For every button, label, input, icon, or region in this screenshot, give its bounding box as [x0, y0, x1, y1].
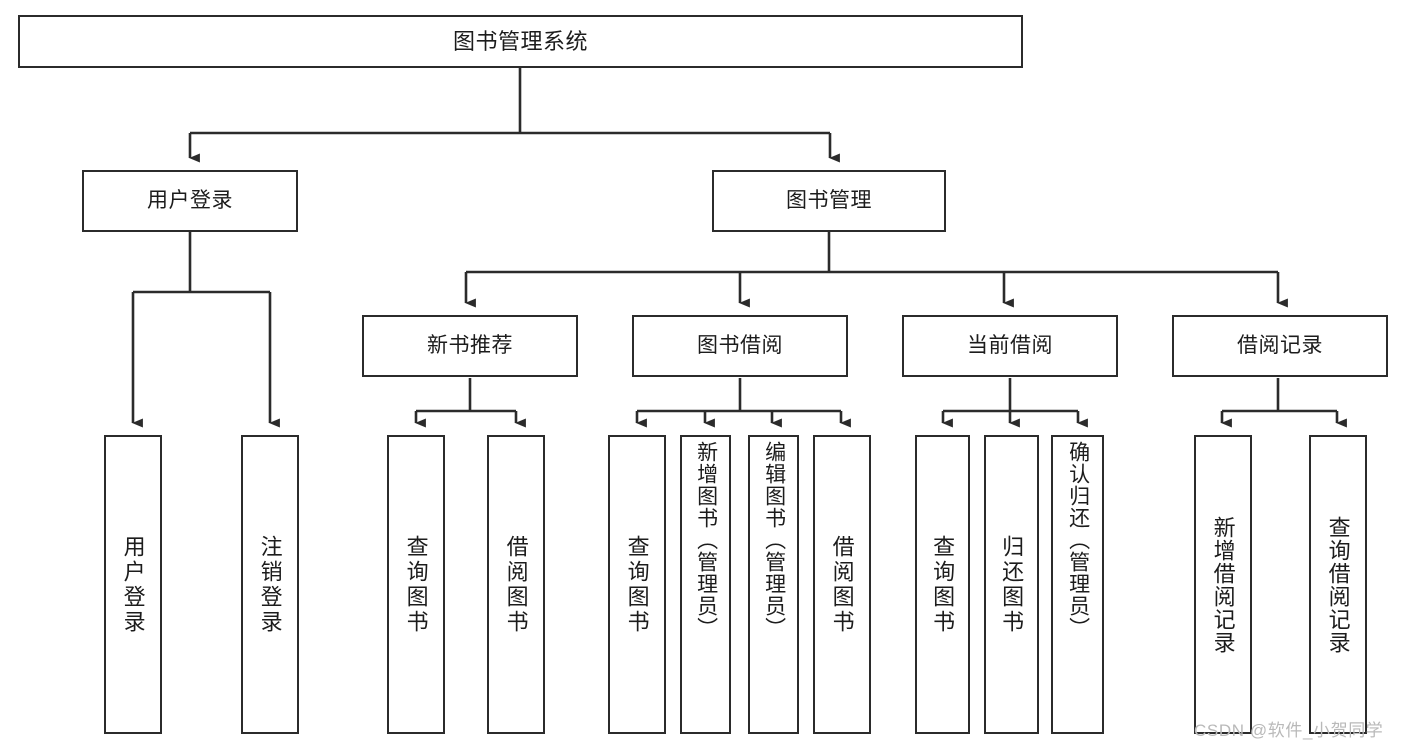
- node-borrow-record[interactable]: 借阅记录: [1172, 315, 1388, 377]
- node-label: 新增借阅记录: [1210, 515, 1236, 654]
- node-label: 图书管理系统: [452, 28, 588, 54]
- node-book-management[interactable]: 图书管理: [712, 170, 946, 232]
- leaf-edit-book[interactable]: 编辑图书（管理员）: [748, 435, 799, 734]
- node-label: 图书借阅: [697, 333, 783, 357]
- node-label: 编辑图书（管理员）: [762, 441, 786, 639]
- node-current-borrow[interactable]: 当前借阅: [902, 315, 1118, 377]
- node-label: 借阅图书: [503, 534, 529, 635]
- leaf-user-login[interactable]: 用户登录: [104, 435, 162, 734]
- leaf-query-book-recommend[interactable]: 查询图书: [387, 435, 445, 734]
- node-label: 新书推荐: [427, 333, 513, 357]
- leaf-query-borrow-record[interactable]: 查询借阅记录: [1309, 435, 1367, 734]
- node-book-borrow[interactable]: 图书借阅: [632, 315, 848, 377]
- node-label: 用户登录: [147, 188, 233, 212]
- leaf-add-borrow-record[interactable]: 新增借阅记录: [1194, 435, 1252, 734]
- node-label: 确认归还（管理员）: [1066, 441, 1090, 639]
- leaf-borrow-book-borrow[interactable]: 借阅图书: [813, 435, 871, 734]
- leaf-query-book-borrow[interactable]: 查询图书: [608, 435, 666, 734]
- leaf-borrow-book-recommend[interactable]: 借阅图书: [487, 435, 545, 734]
- node-new-book-recommend[interactable]: 新书推荐: [362, 315, 578, 377]
- node-label: 图书管理: [786, 188, 872, 212]
- leaf-logout[interactable]: 注销登录: [241, 435, 299, 734]
- node-label: 归还图书: [999, 534, 1025, 635]
- leaf-return-book[interactable]: 归还图书: [984, 435, 1039, 734]
- node-label: 当前借阅: [967, 333, 1053, 357]
- node-label: 借阅图书: [829, 534, 855, 635]
- csdn-watermark: CSDN @软件_小贺同学: [1194, 721, 1384, 740]
- node-user-login[interactable]: 用户登录: [82, 170, 298, 232]
- node-label: 用户登录: [120, 534, 146, 635]
- leaf-confirm-return[interactable]: 确认归还（管理员）: [1051, 435, 1104, 734]
- node-label: 查询图书: [403, 534, 429, 635]
- node-label: 新增图书（管理员）: [694, 441, 718, 639]
- leaf-add-book[interactable]: 新增图书（管理员）: [680, 435, 731, 734]
- node-label: 借阅记录: [1237, 333, 1323, 357]
- node-label: 注销登录: [257, 534, 283, 635]
- node-label: 查询图书: [624, 534, 650, 635]
- node-root-system[interactable]: 图书管理系统: [18, 15, 1023, 68]
- node-label: 查询图书: [930, 534, 956, 635]
- node-label: 查询借阅记录: [1325, 515, 1351, 654]
- leaf-query-book-current[interactable]: 查询图书: [915, 435, 970, 734]
